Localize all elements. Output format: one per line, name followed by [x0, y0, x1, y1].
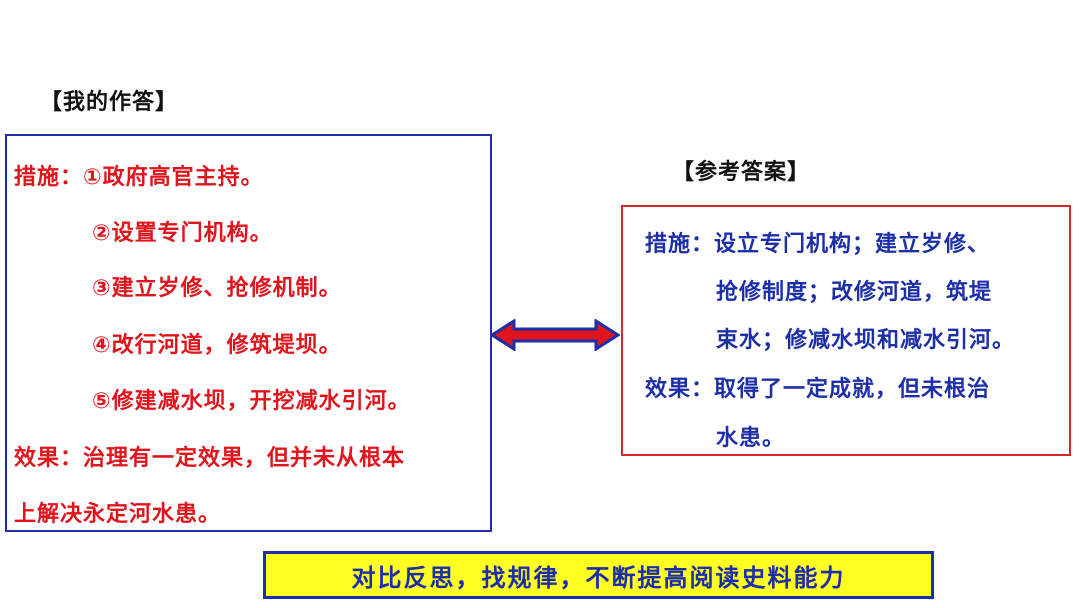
reference-answer-line: 措施：设立专门机构；建立岁修、	[645, 232, 991, 257]
reference-answer-line: 束水；修减水坝和减水引河。	[716, 328, 1016, 353]
my-answer-line: 上解决永定河水患。	[14, 502, 222, 527]
summary-text: 对比反思，找规律，不断提高阅读史料能力	[351, 563, 846, 592]
reference-answer-line: 水患。	[716, 426, 786, 451]
double-arrow-icon	[490, 319, 620, 351]
reference-answer-line: 效果：取得了一定成就，但未根治	[645, 377, 991, 402]
my-answer-line: 效果：治理有一定效果，但并未从根本	[14, 446, 406, 471]
my-answer-heading: 【我的作答】	[40, 90, 179, 115]
my-answer-line: ⑤修建减水坝，开挖减水引河。	[92, 389, 411, 414]
my-answer-line: ④改行河道，修筑堤坝。	[92, 333, 342, 358]
my-answer-line: ②设置专门机构。	[92, 221, 273, 246]
reference-answer-heading: 【参考答案】	[672, 160, 811, 185]
reference-answer-box	[621, 205, 1071, 456]
my-answer-line: ③建立岁修、抢修机制。	[92, 276, 342, 301]
my-answer-box	[5, 134, 492, 532]
my-answer-line: 措施：①政府高官主持。	[14, 165, 264, 190]
summary-banner: 对比反思，找规律，不断提高阅读史料能力	[263, 551, 934, 599]
reference-answer-line: 抢修制度；改修河道，筑堤	[716, 280, 993, 305]
